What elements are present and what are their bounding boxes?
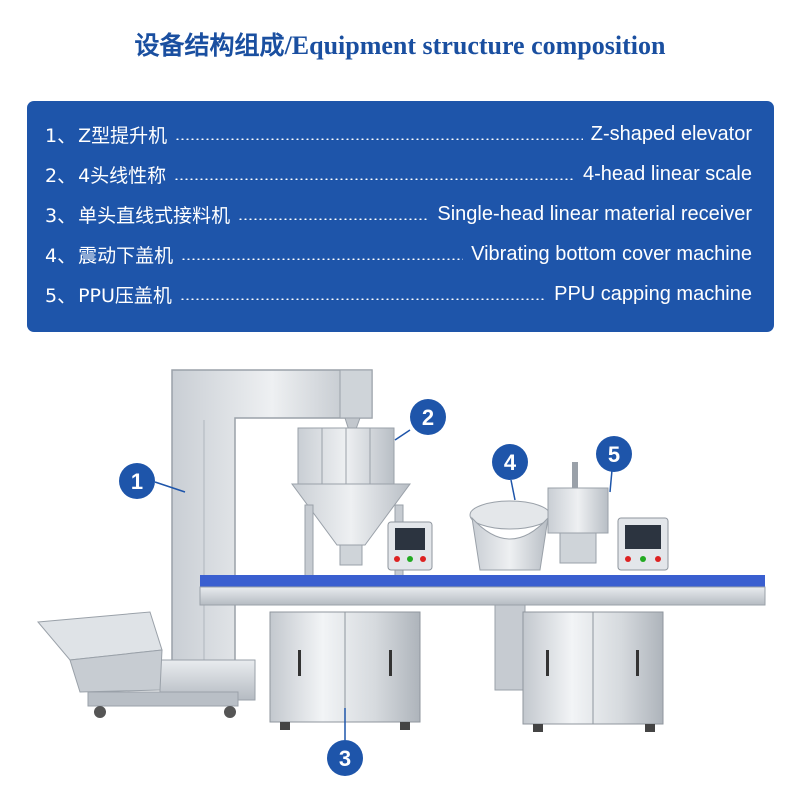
capping-head: [547, 462, 609, 564]
machine-illustration: 1 2 3 4 5: [36, 369, 766, 776]
callout-badge-3: 3: [327, 740, 363, 776]
callout-line: [154, 481, 186, 493]
item-name-cn: 4头线性称: [78, 164, 167, 187]
conveyor: [199, 575, 766, 606]
control-panel-right: [617, 517, 669, 571]
component-list-panel: 1、 Z型提升机 Z-shaped elevator 2、 4头线性称 4-he…: [27, 101, 774, 332]
item-name-en: Single-head linear material receiver: [437, 202, 752, 225]
control-panel-left: [387, 521, 433, 571]
list-item: 5、 PPU压盖机 PPU capping machine: [45, 279, 752, 309]
callout-line: [510, 479, 516, 501]
callout-badge-2: 2: [410, 399, 446, 435]
cabinet-left: [269, 611, 421, 730]
item-name-en: Z-shaped elevator: [590, 122, 752, 145]
list-item: 2、 4头线性称 4-head linear scale: [45, 159, 752, 189]
z-elevator: [36, 369, 373, 718]
callout-line: [609, 469, 613, 493]
item-name-cn: 震动下盖机: [78, 244, 174, 267]
dot-leader: [238, 218, 430, 220]
callout-line: [394, 429, 411, 441]
item-number: 2、: [45, 164, 77, 187]
item-name-cn: PPU压盖机: [78, 284, 172, 307]
badge-label: 5: [608, 442, 620, 467]
item-number: 5、: [45, 284, 77, 307]
title-en: /Equipment structure composition: [284, 31, 666, 60]
badge-label: 1: [131, 469, 143, 494]
badge-label: 3: [339, 746, 351, 771]
dot-leader: [174, 178, 575, 180]
badge-label: 2: [422, 405, 434, 430]
title-cn: 设备结构组成: [134, 31, 285, 60]
dot-leader: [175, 138, 583, 140]
dot-leader: [181, 258, 464, 260]
item-name-en: PPU capping machine: [554, 282, 752, 305]
page-title: 设备结构组成/Equipment structure composition: [0, 26, 800, 62]
item-name-cn: Z型提升机: [78, 124, 168, 147]
item-name-en: Vibrating bottom cover machine: [471, 242, 752, 265]
callout-badge-5: 5: [596, 436, 632, 472]
item-number: 1、: [45, 124, 77, 147]
list-item: 1、 Z型提升机 Z-shaped elevator: [45, 119, 752, 149]
list-item: 4、 震动下盖机 Vibrating bottom cover machine: [45, 239, 752, 269]
item-name-en: 4-head linear scale: [583, 162, 752, 185]
callout-badge-4: 4: [492, 444, 528, 480]
cabinet-right: [522, 611, 664, 732]
dot-leader: [179, 298, 547, 300]
badge-label: 4: [504, 450, 517, 475]
item-name-cn: 单头直线式接料机: [78, 204, 231, 227]
list-item: 3、 单头直线式接料机 Single-head linear material …: [45, 199, 752, 229]
callout-badge-1: 1: [119, 463, 155, 499]
item-number: 4、: [45, 244, 77, 267]
item-number: 3、: [45, 204, 77, 227]
